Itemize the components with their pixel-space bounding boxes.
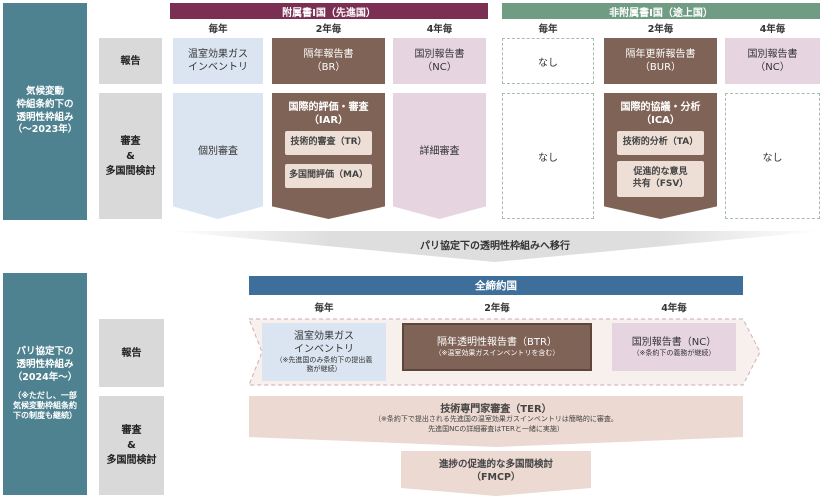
box-line: 国別報告書 xyxy=(747,49,798,60)
dvg-ta: 技術的分析（TA） xyxy=(617,131,704,155)
dvg-review-none-4y: なし xyxy=(725,93,820,219)
freq-biennial: 2年毎 xyxy=(315,24,342,35)
box-line: （NC） xyxy=(755,62,790,73)
top-side-line: 枠組条約下の xyxy=(16,98,74,110)
fmcp-line: （FMCP） xyxy=(471,472,521,483)
row-label-line: 多国間検討 xyxy=(106,455,157,466)
side-note-line: 気候変動枠組条約 xyxy=(13,401,77,411)
box-line: インベントリ xyxy=(188,62,248,73)
row-label-line: & xyxy=(127,440,136,451)
top-report-row-label: 報告 xyxy=(99,38,162,84)
row-label-line: 多国間検討 xyxy=(105,165,156,177)
box-line: （NC） xyxy=(422,62,457,73)
developing-header: 非附属書I国（途上国） xyxy=(502,3,820,19)
dev-detailed-review: 詳細審査 xyxy=(393,93,486,219)
freq-quadrennial: 4年毎 xyxy=(759,24,786,35)
freq-quadrennial: 4年毎 xyxy=(661,303,687,314)
bottom-side-line: 透明性枠組み xyxy=(16,359,74,370)
ter-note-line: （※条約下で提出される先進国の温室効果ガスインベントリは簡略的に審査。 xyxy=(374,415,618,424)
box-line: 隔年報告書 xyxy=(303,49,354,60)
freq-quadrennial: 4年毎 xyxy=(426,24,453,35)
box-text: 詳細審査 xyxy=(419,145,460,157)
side-note-line: 下の制度も継続） xyxy=(13,411,77,421)
box-note: （※温室効果ガスインベントリを含む） xyxy=(434,348,560,357)
row-label-text: 報告 xyxy=(120,55,141,67)
box-line: （BR） xyxy=(311,62,346,73)
box-line: インベントリ xyxy=(294,343,354,355)
side-note-line: （※ただし、一部 xyxy=(13,390,77,400)
dev-individual-review: 個別審査 xyxy=(173,93,263,219)
top-review-row-label: 審査 & 多国間検討 xyxy=(99,93,162,219)
bottom-side-note: （※ただし、一部 気候変動枠組条約 下の制度も継続） xyxy=(13,391,77,422)
ter-note-line: 先進国NCの詳細審査はTERと一緒に実施） xyxy=(428,424,564,433)
box-line: 国際的評価・審査 xyxy=(288,102,369,113)
box-note: （※条約下の義務が継続） xyxy=(632,348,716,357)
box-line: 温室効果ガス xyxy=(188,49,248,60)
row-label-line: 審査 xyxy=(121,425,142,436)
bottom-report-row-label: 報告 xyxy=(99,319,164,387)
freq-annual: 毎年 xyxy=(538,24,558,35)
box-text: 隔年透明性報告書（BTR） xyxy=(437,336,557,348)
box-text: 個別審査 xyxy=(198,145,238,157)
developed-header: 附属書I国（先進国） xyxy=(170,3,488,19)
box-text: 国別報告書（NC） xyxy=(631,336,717,348)
freq-biennial: 2年毎 xyxy=(647,24,674,35)
dev-iar: 国際的評価・審査 （IAR） 技術的審査（TR） 多国間評価（MA） xyxy=(272,93,385,219)
dvg-review-none: なし xyxy=(502,93,594,219)
fmcp-content: 進捗の促進的な多国間検討 （FMCP） xyxy=(401,455,591,487)
paris-btr: 隔年透明性報告書（BTR） （※温室効果ガスインベントリを含む） xyxy=(402,323,592,371)
dev-nc: 国別報告書 （NC） xyxy=(393,38,486,84)
dev-tr: 技術的審査（TR） xyxy=(285,131,372,155)
dvg-ica: 国際的協議・分析 （ICA） 技術的分析（TA） 促進的な意見 共有（FSV） xyxy=(604,93,717,219)
dvg-nc: 国別報告書 （NC） xyxy=(725,38,820,84)
box-line: 促進的な意見 xyxy=(633,167,688,178)
top-side-line: （〜2023年） xyxy=(12,124,78,136)
box-line: （IAR） xyxy=(308,115,349,126)
freq-annual: 毎年 xyxy=(314,303,334,314)
box-text: なし xyxy=(538,57,558,69)
box-text: なし xyxy=(762,152,783,164)
paris-ghg-inventory: 温室効果ガス インベントリ （※先進国のみ条約下の提出義 務が継続） xyxy=(262,323,386,381)
ter-content: 技術専門家審査（TER） （※条約下で提出される先進国の温室効果ガスインベントリ… xyxy=(249,398,743,436)
note-line: 務が継続） xyxy=(306,365,342,373)
dev-ma: 多国間評価（MA） xyxy=(285,164,372,188)
box-line: 温室効果ガス xyxy=(294,330,354,342)
box-line: （BUR） xyxy=(639,62,682,73)
box-line: 隔年更新報告書 xyxy=(625,49,696,60)
dvg-bur: 隔年更新報告書 （BUR） xyxy=(604,38,717,84)
all-parties-header: 全締約国 xyxy=(249,276,743,295)
row-label-line: & xyxy=(126,150,135,162)
bottom-review-row-label: 審査 & 多国間検討 xyxy=(99,396,164,495)
fmcp-line: 進捗の促進的な多国間検討 xyxy=(438,458,553,470)
box-note: （※先進国のみ条約下の提出義 務が継続） xyxy=(276,356,373,375)
paris-nc: 国別報告書（NC） （※条約下の義務が継続） xyxy=(612,323,736,371)
box-line: （ICA） xyxy=(641,115,680,126)
box-text: なし xyxy=(538,152,558,164)
box-line: 共有（FSV） xyxy=(632,179,689,189)
freq-biennial: 2年毎 xyxy=(484,303,510,314)
dvg-ghg-none: なし xyxy=(502,38,594,84)
transition-label: パリ協定下の透明性枠組みへ移行 xyxy=(420,240,570,252)
freq-annual: 毎年 xyxy=(208,24,228,35)
top-side-line: 透明性枠組み xyxy=(16,111,74,123)
row-label-text: 報告 xyxy=(121,347,142,359)
bottom-side-line: （2024年〜） xyxy=(12,371,78,383)
dvg-fsv: 促進的な意見 共有（FSV） xyxy=(617,161,704,197)
ter-title: 技術専門家審査（TER） xyxy=(440,404,552,416)
top-side-line: 気候変動 xyxy=(25,85,64,97)
dev-br: 隔年報告書 （BR） xyxy=(272,38,385,84)
top-side-panel: 気候変動 枠組条約下の 透明性枠組み （〜2023年） xyxy=(3,3,87,220)
bottom-side-line: パリ協定下の xyxy=(16,346,74,358)
bottom-side-panel: パリ協定下の 透明性枠組み （2024年〜） （※ただし、一部 気候変動枠組条約… xyxy=(3,273,87,495)
box-line: 国別報告書 xyxy=(414,49,465,60)
note-line: （※先進国のみ条約下の提出義 xyxy=(275,355,373,364)
box-line: 国際的協議・分析 xyxy=(620,102,701,113)
dev-ghg-inventory: 温室効果ガス インベントリ xyxy=(173,38,263,84)
row-label-line: 審査 xyxy=(120,135,141,147)
